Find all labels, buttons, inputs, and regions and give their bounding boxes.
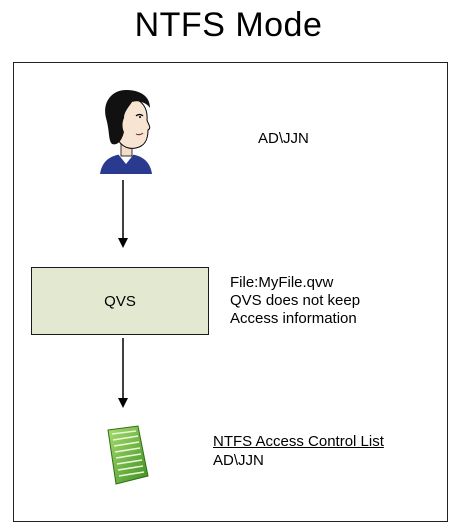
user-label: AD\JJN [258,130,309,147]
qvs-server-box: QVS [31,267,209,335]
server-notes: File:MyFile.qvw QVS does not keep Access… [230,274,360,328]
document-icon [98,424,154,486]
file-name-note: File:MyFile.qvw [230,274,334,291]
person-icon [92,88,162,174]
no-access-note: QVS does not keep [230,292,361,309]
access-info-note: Access information [230,310,357,327]
qvs-label: QVS [104,292,136,310]
acl-title: NTFS Access Control List [213,433,384,450]
acl-user-label: AD\JJN [213,452,264,469]
arrow-down-icon [117,338,129,410]
page-title: NTFS Mode [134,6,323,44]
arrow-down-icon [117,180,129,250]
